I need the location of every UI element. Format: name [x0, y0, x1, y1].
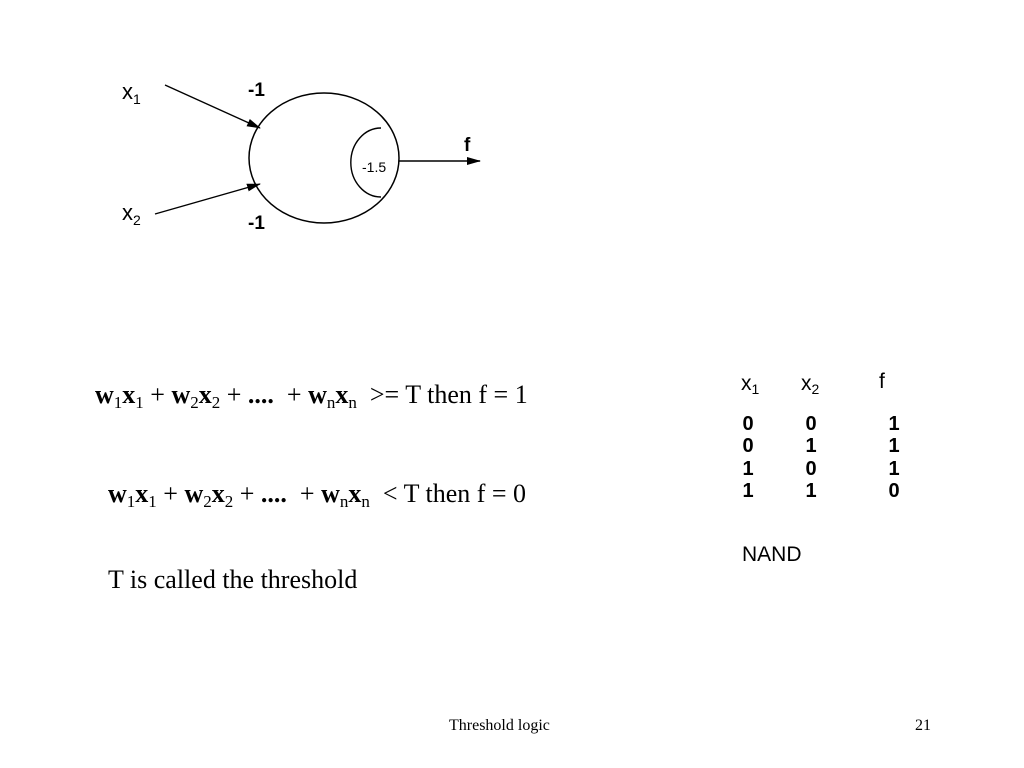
weight-1-label: -1: [248, 80, 265, 101]
footer-title: Threshold logic: [449, 717, 550, 734]
equation-line-2: w1x1 + w2x2 + .... + wnxn < T then f = 0: [108, 479, 527, 511]
threshold-arc: [350, 127, 382, 198]
threshold-note: T is called the threshold: [108, 565, 358, 594]
table-cell: 1: [742, 458, 754, 480]
table-cell: 0: [742, 413, 754, 435]
table-cell: 0: [742, 435, 754, 457]
table-cell: 1: [742, 480, 754, 502]
threshold-value: -1.5: [362, 159, 386, 175]
neuron-diagram: x1 x2 -1 -1 -1.5 f: [122, 79, 481, 234]
table-cell: 1: [888, 458, 900, 480]
input-x1-arrow: [164, 84, 261, 129]
table-cell: 0: [805, 413, 817, 435]
input-x1-label: x1: [122, 79, 141, 107]
page-number: 21: [915, 717, 931, 734]
truth-table-label: NAND: [742, 543, 802, 566]
weight-2-label: -1: [248, 213, 265, 234]
table-cell: 1: [888, 435, 900, 457]
truth-table-header-x2: x2: [801, 372, 820, 397]
output-f-label: f: [464, 135, 471, 156]
table-cell: 0: [888, 480, 900, 502]
table-cell: 0: [805, 458, 817, 480]
truth-table-header-x1: x1: [741, 372, 760, 397]
table-cell: 1: [805, 480, 817, 502]
input-x2-arrow: [154, 183, 261, 215]
equation-line-1: w1x1 + w2x2 + .... + wnxn >= T then f = …: [95, 380, 528, 412]
truth-table-header-f: f: [879, 370, 885, 393]
table-cell: 1: [888, 413, 900, 435]
input-x2-label: x2: [122, 200, 141, 228]
neuron-circle: [248, 92, 400, 224]
table-cell: 1: [805, 435, 817, 457]
